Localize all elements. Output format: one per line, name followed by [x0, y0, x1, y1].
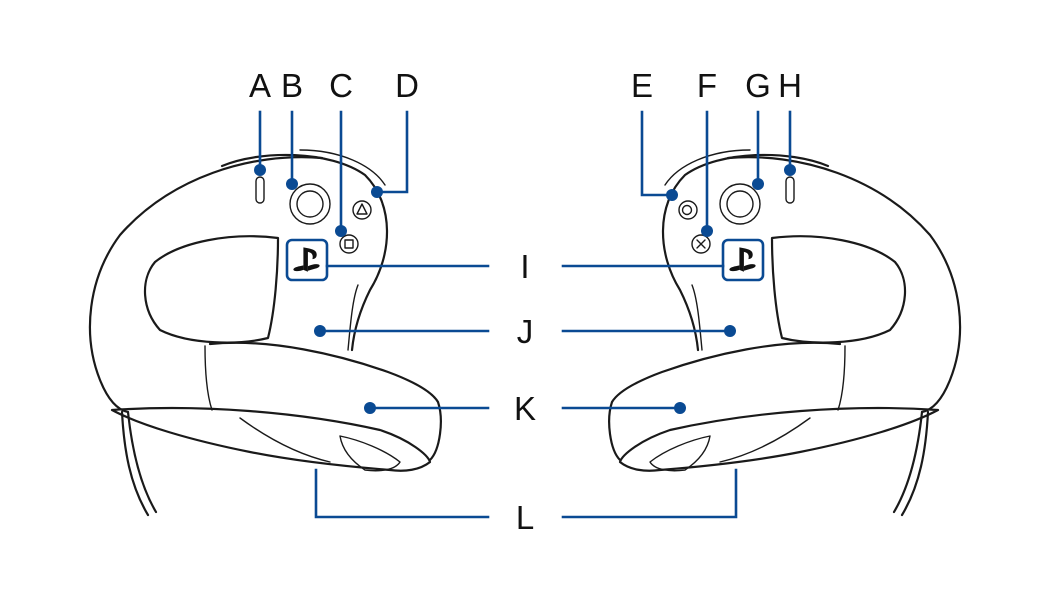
dot-k-left: [364, 402, 376, 414]
dot-a: [254, 164, 266, 176]
leader-e: [640, 110, 674, 197]
dot-d: [371, 186, 383, 198]
dot-b: [286, 178, 298, 190]
left-controller-grip-button-a: [255, 176, 265, 204]
right-controller: [608, 149, 962, 517]
square-button-ring: [339, 234, 359, 254]
left-controller: [88, 149, 442, 517]
dot-c: [335, 225, 347, 237]
dot-j-left: [314, 325, 326, 337]
square-button-icon: [344, 239, 354, 249]
dot-e: [666, 189, 678, 201]
label-b: B: [281, 67, 303, 104]
left-leaders: [254, 110, 490, 519]
left-thumbstick-inner: [296, 190, 324, 218]
label-j: J: [517, 313, 534, 350]
left-controller-trigger-edge: [239, 417, 331, 463]
left-controller-head-edge: [299, 149, 386, 186]
right-leaders: [561, 110, 796, 519]
label-a: A: [249, 67, 271, 104]
label-c: C: [329, 67, 353, 104]
label-d: D: [395, 67, 419, 104]
dot-g: [752, 178, 764, 190]
dot-f: [701, 225, 713, 237]
left-controller-grip-seam: [204, 345, 213, 411]
label-l: L: [516, 499, 534, 536]
label-k: K: [514, 390, 536, 427]
left-controller-ring-inner: [143, 235, 280, 344]
leader-d: [375, 110, 409, 194]
left-controller-trigger: [339, 435, 401, 472]
left-controller-strap-2: [126, 410, 158, 514]
left-controller-strap-1: [120, 410, 150, 517]
callout-labels: A B C D E F G H I J K L: [249, 67, 802, 536]
left-controller-side-edge: [347, 284, 359, 351]
label-f: F: [697, 67, 717, 104]
label-i: I: [520, 248, 529, 285]
left-controller-head: [220, 153, 389, 352]
leader-l-left: [314, 468, 490, 519]
left-thumbstick-outer: [289, 183, 331, 225]
dot-h: [784, 164, 796, 176]
leader-l-right: [561, 468, 738, 519]
triangle-button-ring: [352, 200, 372, 220]
dot-j-right: [724, 325, 736, 337]
left-controller-base: [110, 406, 432, 472]
dot-k-right: [674, 402, 686, 414]
triangle-button-icon: [356, 203, 368, 215]
left-controller-grip-top: [208, 341, 442, 462]
label-e: E: [631, 67, 653, 104]
left-controller-ring-outer: [88, 156, 324, 414]
label-g: G: [745, 67, 771, 104]
label-h: H: [778, 67, 802, 104]
